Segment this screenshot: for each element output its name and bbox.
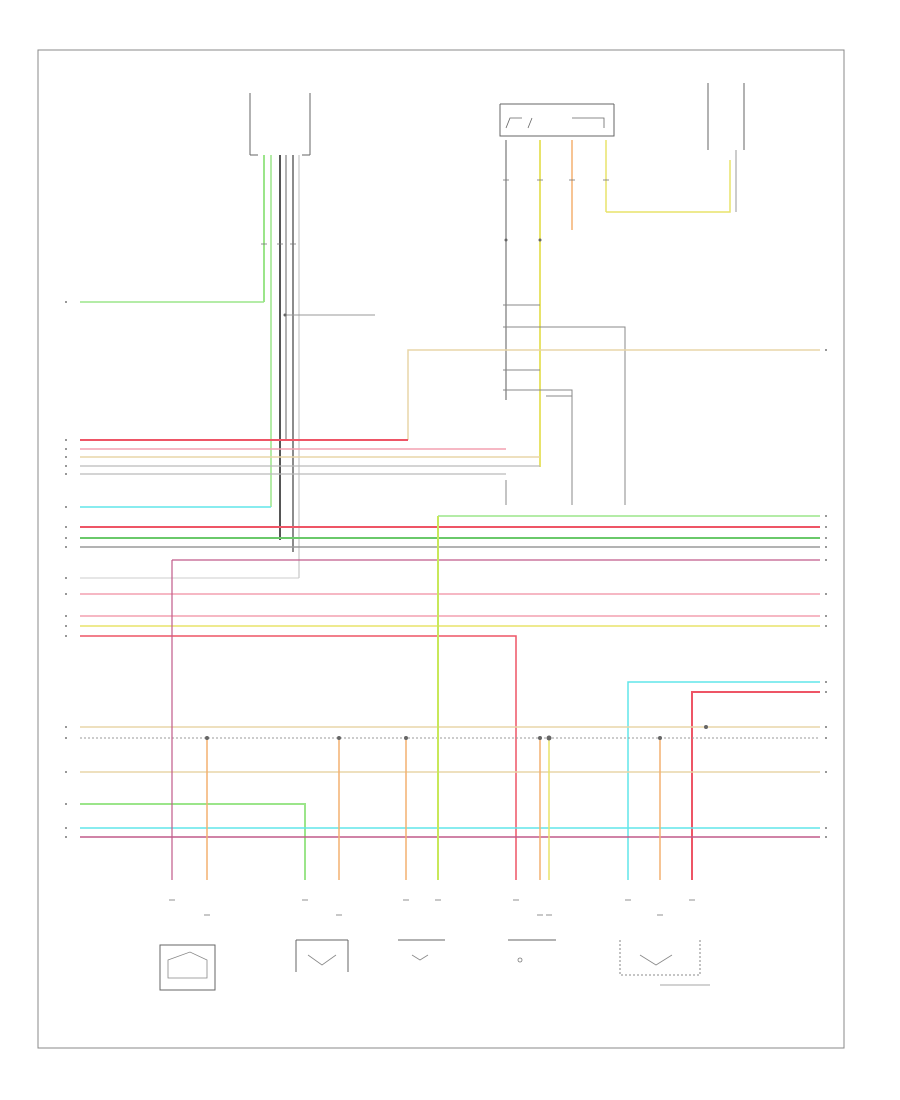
top-left-vertical-wires — [263, 155, 300, 578]
center-splice-block — [503, 304, 626, 505]
top-left-module — [249, 93, 311, 156]
top-center-module — [499, 103, 615, 137]
splice-points — [205, 238, 708, 741]
bottom-sensor-4 — [508, 939, 556, 963]
diagram-frame — [37, 49, 845, 1049]
right-edge-terminals — [825, 349, 827, 838]
bottom-sensor-3 — [398, 939, 445, 961]
top-right-connector — [707, 83, 745, 150]
top-center-vertical-wires — [505, 140, 737, 467]
connector-ticks — [169, 179, 695, 916]
bottom-sensor-5 — [619, 940, 710, 986]
bottom-sensor-1 — [159, 944, 216, 991]
horizontal-bus-wires — [80, 301, 820, 880]
left-edge-terminals — [65, 301, 67, 838]
bottom-vertical-wires — [171, 516, 661, 880]
bottom-sensor-2 — [295, 939, 349, 972]
